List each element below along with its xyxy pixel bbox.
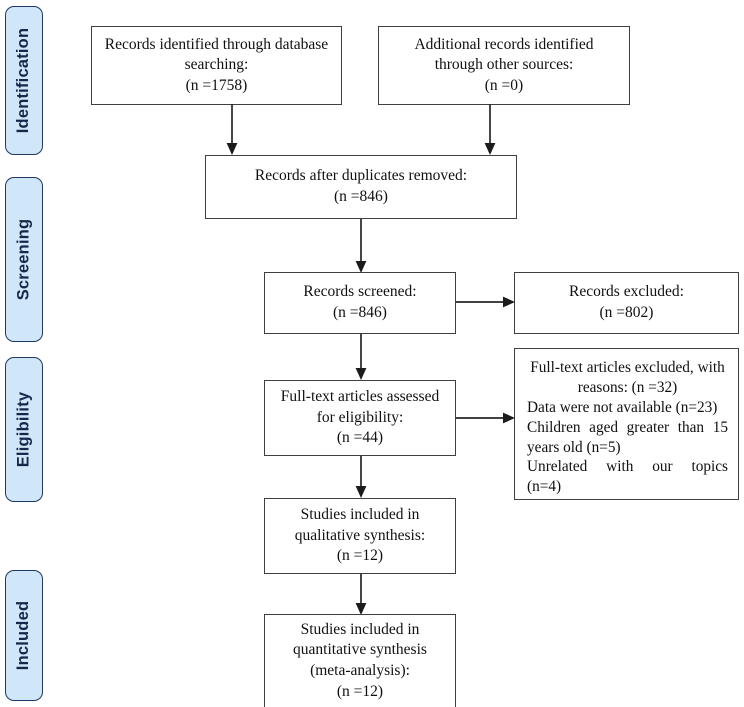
arrow-fulltext-assessed-to-qualitative-synthesis — [350, 456, 372, 499]
box-fulltext-articles-excluded-reason-5: (n=4) — [527, 478, 562, 496]
stage-tab-identification-label: Identification — [14, 27, 33, 134]
box-quantitative-synthesis-line-1: Studies included in — [300, 620, 420, 638]
box-qualitative-synthesis-line-3: (n =12) — [336, 547, 384, 565]
box-quantitative-synthesis: Studies included in quantitative synthes… — [264, 614, 456, 707]
stage-tab-included: Included — [5, 570, 43, 701]
box-fulltext-articles-assessed-line-1: Full-text articles assessed — [280, 388, 440, 406]
box-quantitative-synthesis-line-2: quantitative synthesis — [293, 641, 427, 659]
box-quantitative-synthesis-line-4: (n =12) — [336, 682, 384, 700]
stage-tab-included-label: Included — [14, 600, 33, 671]
box-additional-records-other-sources: Additional records identified through ot… — [378, 26, 630, 105]
arrow-database-search-to-duplicates — [221, 104, 243, 156]
box-records-screened: Records screened: (n =846) — [264, 272, 456, 334]
box-additional-records-other-sources-line-1: Additional records identified — [414, 35, 594, 53]
box-quantitative-synthesis-line-3: (meta-analysis): — [310, 662, 410, 679]
box-qualitative-synthesis-line-1: Studies included in — [300, 506, 420, 524]
box-fulltext-articles-excluded-reason-4: Unrelated with our topics — [527, 458, 728, 476]
stage-tab-identification: Identification — [5, 6, 43, 155]
box-additional-records-other-sources-line-3: (n =0) — [484, 76, 524, 94]
arrow-qualitative-to-quantitative-synthesis — [350, 574, 372, 616]
box-records-identified-database-line-1: Records identified through database — [104, 35, 329, 53]
box-records-after-duplicates-removed-line-1: Records after duplicates removed: — [254, 167, 468, 185]
box-records-excluded-line-1: Records excluded: — [569, 283, 684, 301]
arrow-fulltext-assessed-to-fulltext-excluded — [456, 408, 516, 428]
box-records-identified-database-line-3: (n =1758) — [185, 76, 248, 94]
box-records-screened-line-2: (n =846) — [333, 304, 387, 321]
box-fulltext-articles-excluded: Full-text articles excluded, with reason… — [514, 348, 739, 500]
arrow-duplicates-to-records-screened — [350, 219, 372, 274]
box-records-after-duplicates-removed-line-2: (n =846) — [334, 188, 388, 205]
box-fulltext-articles-excluded-heading-1: Full-text articles excluded, with — [530, 359, 725, 376]
box-records-excluded: Records excluded: (n =802) — [514, 272, 739, 334]
stage-tab-eligibility-label: Eligibility — [14, 391, 33, 468]
arrow-other-sources-to-duplicates — [479, 104, 501, 156]
stage-tab-screening: Screening — [5, 177, 43, 342]
box-fulltext-articles-excluded-reason-1: Data were not available (n=23) — [527, 398, 718, 416]
box-fulltext-articles-assessed-line-2: for eligibility: — [316, 408, 404, 426]
stage-tab-eligibility: Eligibility — [5, 357, 43, 502]
box-fulltext-articles-assessed: Full-text articles assessed for eligibil… — [264, 380, 456, 456]
box-records-screened-line-1: Records screened: — [303, 283, 417, 301]
stage-tab-screening-label: Screening — [14, 218, 33, 301]
box-records-identified-database-line-2: searching: — [184, 56, 249, 74]
box-records-excluded-line-2: (n =802) — [599, 304, 654, 321]
arrow-records-screened-to-records-excluded — [456, 292, 516, 312]
box-records-identified-database: Records identified through database sear… — [91, 26, 342, 105]
box-additional-records-other-sources-line-2: through other sources: — [434, 56, 574, 74]
arrow-records-screened-to-fulltext-assessed — [350, 334, 372, 381]
box-fulltext-articles-excluded-heading-2: reasons: (n =32) — [577, 378, 678, 396]
box-qualitative-synthesis-line-2: qualitative synthesis: — [294, 526, 426, 544]
box-qualitative-synthesis: Studies included in qualitative synthesi… — [264, 498, 456, 574]
box-fulltext-articles-assessed-line-3: (n =44) — [336, 429, 384, 447]
box-records-after-duplicates-removed: Records after duplicates removed: (n =84… — [205, 155, 517, 219]
box-fulltext-articles-excluded-reason-2: Children aged greater than 15 — [527, 418, 728, 436]
box-fulltext-articles-excluded-reason-3: years old (n=5) — [527, 438, 621, 456]
